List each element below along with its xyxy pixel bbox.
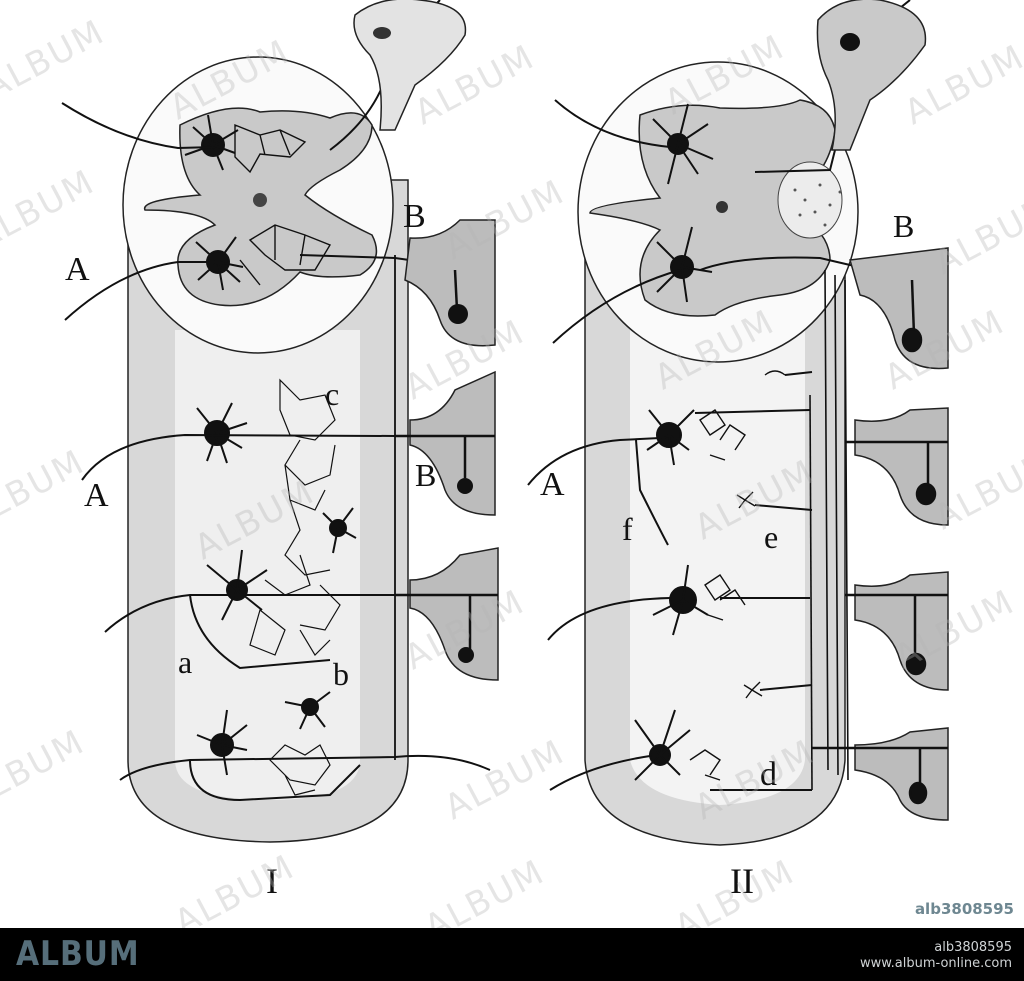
panel-I-caption: I (266, 861, 278, 901)
label-A-top: A (65, 251, 90, 288)
label-A-mid-II: A (540, 466, 565, 503)
label-A-mid: A (84, 477, 109, 514)
label-c: c (325, 376, 339, 412)
spinal-cord-diagram: A B A B c a b I (61, 0, 949, 901)
label-f: f (622, 511, 633, 547)
footer-meta: alb3808595 www.album-online.com (860, 940, 1012, 972)
footer-url[interactable]: www.album-online.com (859, 956, 1012, 971)
label-B-mid: B (415, 457, 436, 493)
label-B-top-II: B (893, 208, 914, 244)
label-a: a (178, 644, 192, 680)
label-d: d (760, 756, 777, 793)
label-B-top: B (403, 198, 426, 235)
brand-logo: ALBUM (16, 934, 140, 974)
label-e: e (764, 519, 778, 555)
panel-II: B A f e d II (527, 0, 949, 901)
label-b: b (333, 656, 349, 692)
panel-II-caption: II (730, 861, 754, 901)
image-id-tag: alb3808595 (914, 900, 1014, 918)
footer-image-id: alb3808595 (934, 940, 1012, 955)
panel-I: A B A B c a b I (61, 0, 499, 901)
footer-bar: ALBUM alb3808595 www.album-online.com (0, 928, 1024, 981)
